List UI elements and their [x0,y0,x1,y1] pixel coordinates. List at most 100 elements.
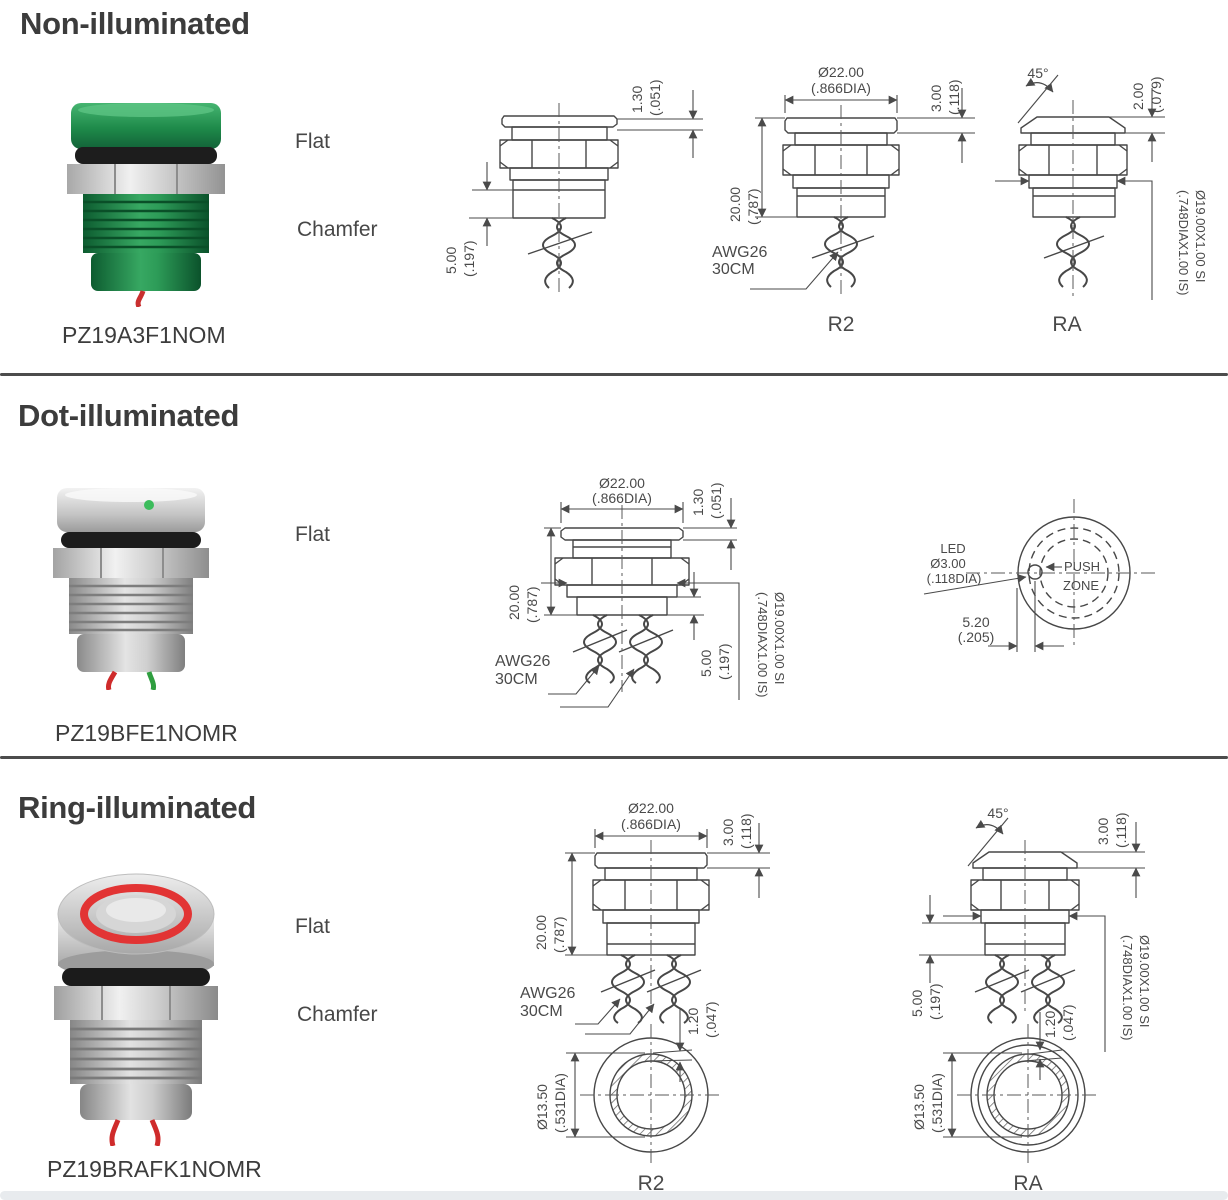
led-callout: LED Ø3.00 (.118DIA) [923,541,1027,595]
dim-thread: Ø19.00X1.00 SI (.748DIAX1.00 IS) [541,578,787,700]
dim-body-length: 20.00 (.787) [533,852,607,956]
green-led-dot [144,500,154,510]
dim-label: (.531DIA) [929,1073,945,1133]
dim-cap-height: 3.00 (.118) [897,79,975,163]
thread-spec-label: Ø19.00X1.00 SI [1193,190,1208,283]
drawing-r2-side-view-1: Ø22.00 (.866DIA) 3.00 (.118) 20.00 (.787… [712,64,975,336]
dim-ring-thickness: 1.20 (.047) [648,1001,719,1082]
dim-label: (.118) [946,79,962,115]
section-divider [0,756,1228,759]
drawing-ra-ring: 45° 3.00 (.118) Ø19.00X1.00 SI (.748DIAX… [909,805,1152,1195]
awg-label: AWG26 [520,985,576,1002]
section-heading-dot-illuminated: Dot-illuminated [18,398,240,433]
dim-label: Ø13.50 [534,1084,550,1130]
green-wire [146,671,156,690]
red-wire [149,1119,161,1146]
dim-label: 5.00 [443,247,459,274]
button-outline [554,505,690,692]
dim-label: 3.00 [1095,818,1111,845]
dim-ring-diameter: Ø13.50 (.531DIA) [534,1052,645,1138]
dim-label: 20.00 [533,915,549,950]
green-button-illustration [67,103,225,307]
dim-bezel-diameter: Ø22.00 (.866DIA) [594,800,708,848]
dim-label: (.787) [745,188,761,225]
dim-body-length: 20.00 (.787) [506,527,577,623]
dim-label: 5.20 [962,614,989,630]
dim-label: 1.20 [685,1008,701,1035]
dim-label: (.047) [703,1001,719,1038]
awg-label: 30CM [495,671,538,688]
dim-label: Ø22.00 [628,800,674,816]
button-outline [592,840,710,1024]
push-zone-label: PUSH [1064,559,1100,574]
dim-label: 1.20 [1042,1011,1058,1038]
dim-lower-body: 5.00 (.197) [909,895,985,1020]
section-divider [0,373,1228,376]
dim-label: (.118) [738,813,754,849]
button-outline [1018,100,1128,298]
dim-label: (.866DIA) [811,80,871,96]
angle-label: 45° [987,805,1008,821]
dim-label: (.787) [551,916,567,953]
dim-cap-lip: 1.30 (.051) [683,482,737,570]
dim-label: (.118) [1113,812,1129,848]
wire-callout: AWG26 30CM [712,244,839,290]
section-heading-non-illuminated: Non-illuminated [20,6,250,41]
silver-button-illustration [53,488,209,690]
drawing-flat-side-view-1: 1.30 (.051) 5.00 (.197) [443,79,703,296]
button-outline [782,105,900,298]
led-label: LED [940,541,965,556]
bottom-edge-bar [0,1191,1228,1200]
led-label: (.118DIA) [927,571,982,586]
dim-label: 20.00 [506,585,522,620]
awg-label: 30CM [712,261,755,278]
dim-lower-body: 5.00 (.197) [443,162,513,277]
thread-spec-label: Ø19.00X1.00 SI [772,592,787,685]
dim-thread: Ø19.00X1.00 SI (.748DIAX1.00 IS) [943,911,1152,1052]
dim-label: (.051) [708,482,724,519]
front-view [580,1024,722,1166]
led-circle [1027,564,1043,580]
led-label: Ø3.00 [930,556,965,571]
awg-label: 30CM [520,1003,563,1020]
part-number-2: PZ19BFE1NOMR [55,720,238,746]
view-caption-r2: R2 [638,1172,665,1195]
dim-label: 2.00 [1130,83,1146,110]
dim-label: 1.30 [690,489,706,516]
view-caption-ra: RA [1013,1172,1042,1195]
product-photo-non-illuminated [67,103,225,307]
dim-body-length: 20.00 (.787) [727,117,797,225]
drawing-flat-side-view-2: Ø22.00 (.866DIA) 1.30 (.051) 20.00 (.787… [495,475,787,708]
dim-lower-body: 5.00 (.197) [667,572,732,680]
dim-label: 1.30 [629,86,645,113]
angle-label: 45° [1027,65,1048,81]
dim-cap-lip: 2.00 (.079) [1109,76,1165,162]
view-caption-ra: RA [1052,313,1081,336]
dim-label: (.047) [1060,1004,1076,1041]
dim-label: (.197) [927,983,943,1020]
part-number-3: PZ19BRAFK1NOMR [47,1156,262,1182]
dim-label: (.531DIA) [552,1073,568,1133]
style-label-chamfer-3: Chamfer [297,1003,378,1026]
view-caption-r2: R2 [828,313,855,336]
dim-cap-lip: 1.30 (.051) [617,79,703,158]
dim-label: 3.00 [720,819,736,846]
dim-label: 5.00 [909,990,925,1017]
dim-label: (.787) [524,586,540,623]
dim-label: Ø22.00 [599,475,645,491]
dim-thread: Ø19.00X1.00 SI (.748DIAX1.00 IS) [995,176,1208,300]
dim-label: 3.00 [928,85,944,112]
dim-label: (.197) [716,643,732,680]
product-photo-ring-illuminated [54,873,218,1146]
ring-button-illustration [54,873,218,1146]
wire-callout: AWG26 30CM [495,653,635,708]
wire-callout: AWG26 30CM [520,985,655,1035]
dim-label: (.197) [461,240,477,277]
dim-ring-thickness: 1.20 (.047) [1023,1004,1076,1080]
dim-label: Ø13.50 [911,1084,927,1130]
chamfer-angle-callout: 45° [967,805,1009,867]
dim-label: (.866DIA) [592,490,652,506]
chamfer-angle-callout: 45° [1017,65,1059,124]
dim-ring-diameter: Ø13.50 (.531DIA) [911,1052,1022,1138]
